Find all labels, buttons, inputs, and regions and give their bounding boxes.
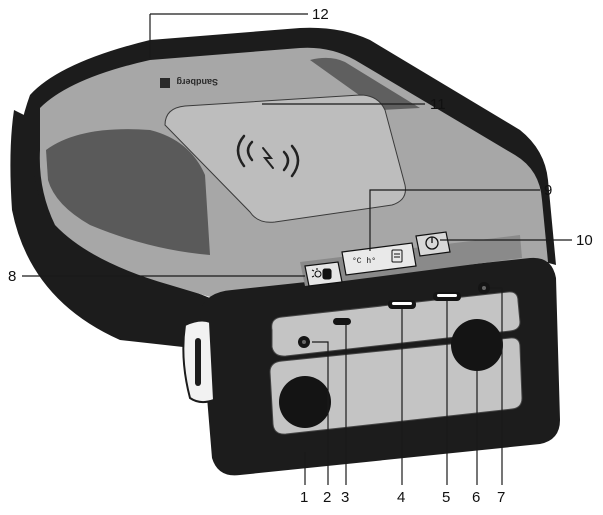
callout-9: 9 [544,182,552,199]
handle-slot [195,338,201,386]
callout-11: 11 [430,96,446,113]
ac-socket-left[interactable] [279,376,331,428]
lcd-display [341,242,417,276]
lcd-readout: °C h° [352,257,376,266]
leader-lines [22,13,572,485]
left-grip-panel [46,129,210,255]
light-bulb-icon [311,268,332,280]
callout-12: 12 [312,6,329,23]
wireless-charging-pad [164,94,406,223]
callout-8: 8 [8,268,16,285]
usb-a-port-1-tongue [392,302,412,305]
wireless-charging-icon [236,134,300,178]
callout-6: 6 [472,489,480,506]
ac-socket-right[interactable] [451,319,503,371]
dc-port-pin-right [482,286,486,290]
brand-name: Sandberg [176,77,218,87]
callout-4: 4 [397,489,405,506]
upper-port-panel [271,291,521,357]
right-grip-panel [310,57,420,110]
callout-10: 10 [576,232,593,249]
callout-1: 1 [300,489,308,506]
left-side-bumper [10,110,216,350]
battery-level-icon [391,249,403,263]
callout-2: 2 [323,489,331,506]
brand-logo: Sandberg [160,77,218,88]
power-button[interactable] [415,231,451,257]
callout-7: 7 [497,489,505,506]
usb-a-port-2-tongue [437,294,457,297]
dc-port-pin [302,340,306,344]
callout-3: 3 [341,489,349,506]
callout-5: 5 [442,489,450,506]
usb-c-port[interactable] [333,318,351,325]
